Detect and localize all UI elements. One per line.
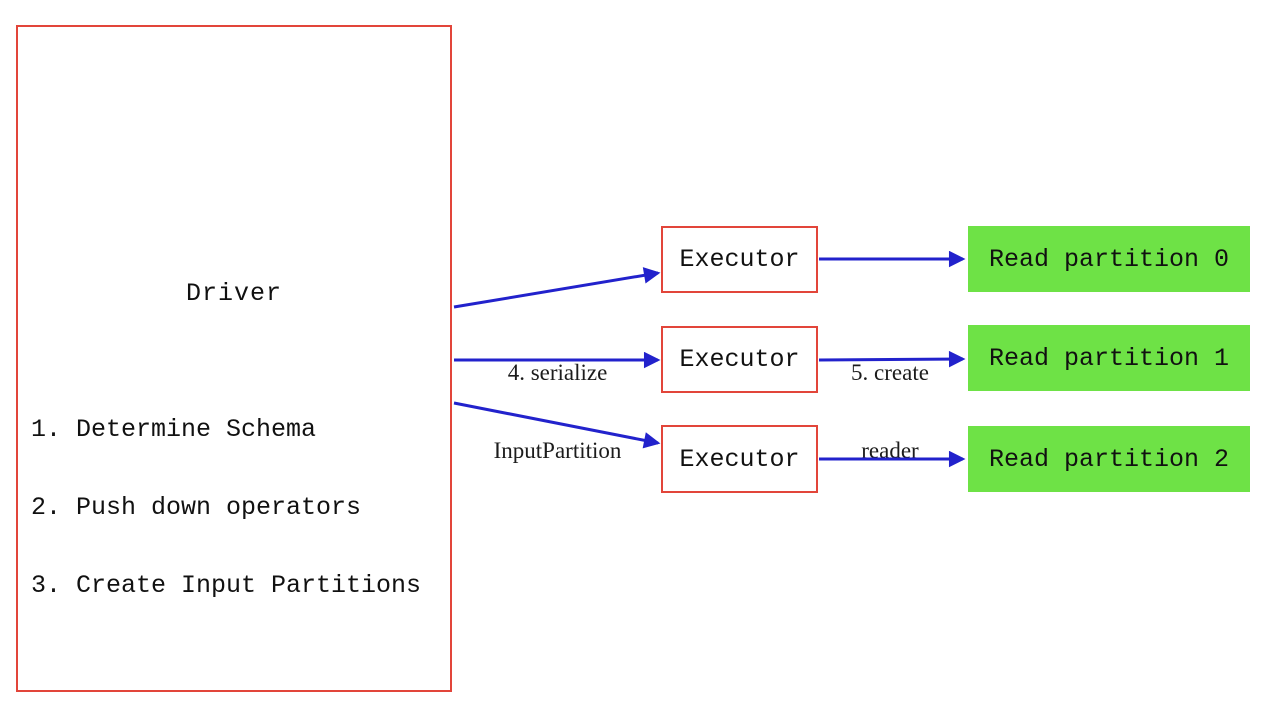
driver-title: Driver xyxy=(185,279,282,308)
driver-step-list: 1. Determine Schema 2. Push down operato… xyxy=(31,365,421,651)
executor-box-2: Executor xyxy=(661,326,818,393)
read-partition-box-0: Read partition 0 xyxy=(968,226,1250,292)
arrow-driver-to-executor-1 xyxy=(453,267,661,309)
edge-label-reader-line1: 5. create xyxy=(851,360,929,385)
driver-step-3: 3. Create Input Partitions xyxy=(31,571,422,600)
executor-box-3: Executor xyxy=(661,425,818,493)
read-partition-box-2: Read partition 2 xyxy=(968,426,1250,492)
read-partition-box-1: Read partition 1 xyxy=(968,325,1250,391)
edge-label-serialize-inputpartition: 4. serialize InputPartition xyxy=(460,308,655,516)
edge-label-create-reader: 5. create reader xyxy=(815,308,965,516)
edge-label-serialize-line1: 4. serialize xyxy=(507,360,608,385)
edge-label-serialize-line2: InputPartition xyxy=(493,438,622,463)
driver-step-2: 2. Push down operators xyxy=(31,493,362,522)
driver-step-1: 1. Determine Schema xyxy=(31,415,317,444)
driver-box: Driver 1. Determine Schema 2. Push down … xyxy=(16,25,452,692)
executor-box-1: Executor xyxy=(661,226,818,293)
edge-label-reader-line2: reader xyxy=(861,438,919,463)
